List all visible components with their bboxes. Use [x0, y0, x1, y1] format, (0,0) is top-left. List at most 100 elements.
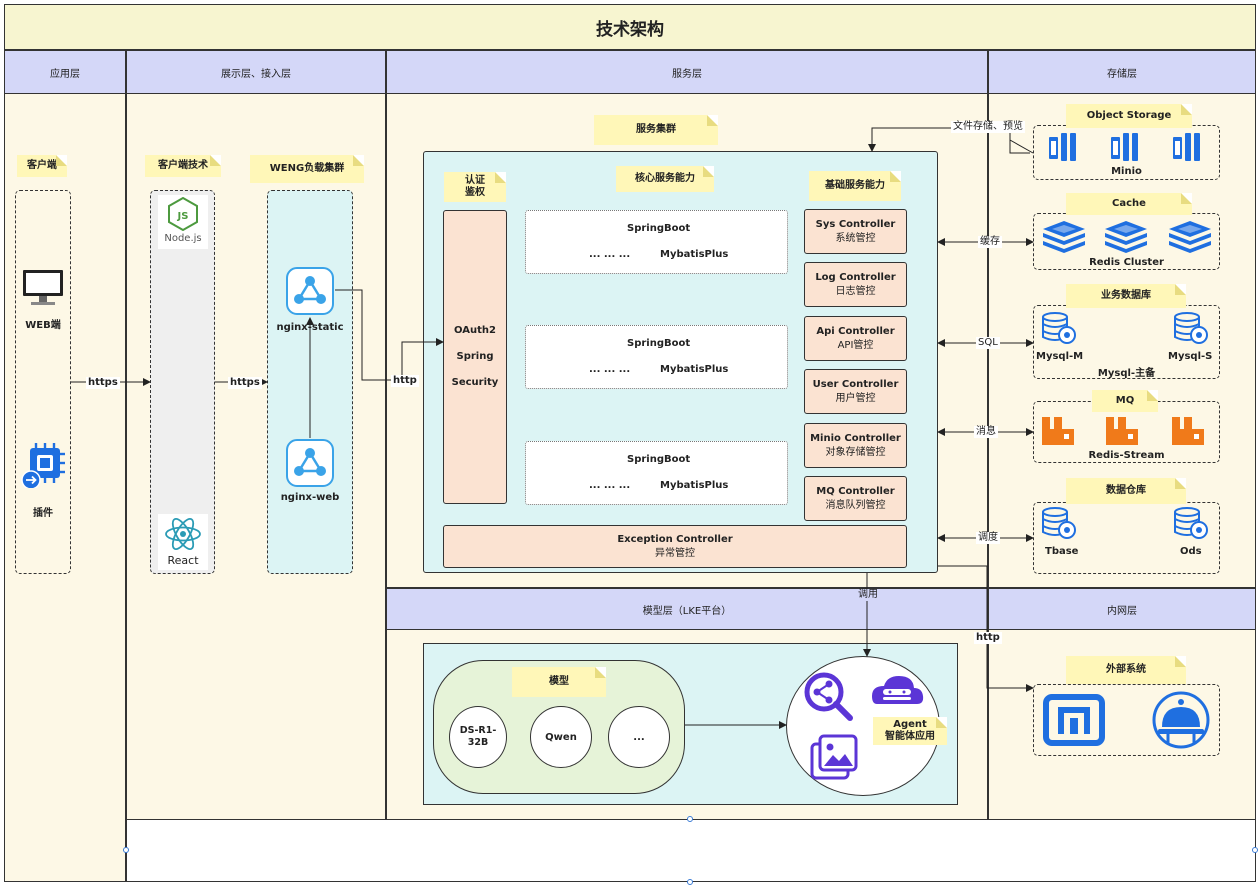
header-service-label: 服务层	[672, 68, 702, 80]
auth-spring: Spring	[456, 351, 494, 362]
springboot-orm: MybatisPlus	[660, 364, 729, 375]
header-app-label: 应用层	[50, 68, 80, 80]
model-qwen[interactable]: Qwen	[530, 706, 592, 768]
model-more[interactable]: ...	[608, 706, 670, 768]
controller-log[interactable]: Log Controller 日志管控	[804, 262, 907, 307]
note-core: 核心服务能力	[616, 166, 714, 192]
note-client-tech-text: 客户端技术	[158, 160, 208, 171]
nodejs-label: Node.js	[164, 233, 202, 244]
note-dw: 数据仓库	[1066, 478, 1186, 504]
controller-name: Sys Controller	[815, 219, 896, 230]
resize-handle-bottom[interactable]	[687, 879, 693, 885]
app-lane	[4, 50, 126, 882]
external-group	[1033, 684, 1220, 756]
ods-label: Ods	[1180, 546, 1202, 557]
controller-desc: 消息队列管控	[825, 499, 886, 511]
model-more-label: ...	[633, 731, 645, 743]
controller-desc: 异常管控	[655, 547, 695, 559]
header-intranet-label: 内网层	[1107, 605, 1137, 617]
mysql-s-label: Mysql-S	[1168, 351, 1213, 362]
springboot-box-2[interactable]: SpringBoot ... ... ... MybatisPlus	[525, 325, 788, 389]
redis-cluster-icon	[1105, 221, 1147, 253]
model-ds-r1[interactable]: DS-R1- 32B	[449, 706, 507, 768]
rabbitmq-icon	[1172, 417, 1204, 445]
header-storage: 存储层	[988, 50, 1256, 94]
note-mq-text: MQ	[1115, 395, 1135, 406]
note-object-storage-text: Object Storage	[1086, 110, 1172, 121]
minio-icon	[1049, 133, 1076, 161]
title-bar: 技术架构	[4, 4, 1256, 50]
note-external-text: 外部系统	[1106, 664, 1146, 675]
note-lb-cluster-text: WENG负载集群	[269, 163, 345, 174]
note-base: 基础服务能力	[809, 171, 901, 201]
redis-cluster-label: Redis Cluster	[1089, 257, 1164, 268]
agent-image-icon	[810, 734, 858, 780]
header-intranet: 内网层	[988, 588, 1256, 630]
springboot-dots: ... ... ...	[589, 364, 631, 375]
controller-desc: 系统管控	[835, 232, 876, 244]
note-agent-text: Agent 智能体应用	[885, 719, 935, 742]
edge-label-file-preview: 文件存储、预览	[951, 121, 1025, 133]
external-system-icon	[1043, 694, 1105, 746]
nginx-web-label: nginx-web	[280, 492, 340, 503]
note-service-cluster: 服务集群	[594, 115, 718, 145]
tbase-icon	[1042, 507, 1076, 539]
controller-name: Api Controller	[816, 326, 895, 337]
rabbitmq-icon	[1042, 417, 1074, 445]
minio-label: Minio	[1111, 166, 1142, 177]
lb-cluster-group	[267, 190, 353, 574]
springboot-box-3[interactable]: SpringBoot ... ... ... MybatisPlus	[525, 441, 788, 505]
note-biz-db-text: 业务数据库	[1101, 290, 1151, 301]
auth-oauth2: OAuth2	[454, 325, 496, 336]
springboot-box-1[interactable]: SpringBoot ... ... ... MybatisPlus	[525, 210, 788, 274]
header-storage-label: 存储层	[1107, 68, 1137, 80]
edge-label-sql: SQL	[976, 337, 1000, 349]
header-access: 展示层、接入层	[126, 50, 386, 94]
empty-selected-box[interactable]	[126, 819, 1256, 882]
redis-cluster-icon	[1169, 221, 1211, 253]
svg-text:JS: JS	[177, 211, 189, 222]
note-auth-text: 认证 鉴权	[465, 175, 485, 198]
resize-handle-left[interactable]	[123, 847, 129, 853]
controller-desc: 对象存储管控	[825, 446, 886, 458]
react-label: React	[167, 554, 199, 567]
note-lb-cluster: WENG负载集群	[250, 155, 364, 183]
note-service-cluster-text: 服务集群	[636, 124, 676, 135]
minio-icon	[1173, 133, 1200, 161]
edge-label-schedule: 调度	[976, 532, 1000, 544]
auth-security: Security	[451, 377, 499, 388]
header-service: 服务层	[386, 50, 988, 94]
nginx-static-label: nginx-static	[276, 322, 344, 333]
resize-handle-right[interactable]	[1252, 847, 1258, 853]
note-auth: 认证 鉴权	[444, 172, 506, 202]
redis-stream-label: Redis-Stream	[1088, 450, 1165, 461]
controller-name: Log Controller	[815, 272, 896, 283]
resize-handle-top[interactable]	[687, 816, 693, 822]
controller-desc: 日志管控	[835, 285, 876, 297]
edge-label-http-in: http	[391, 375, 419, 387]
edge-label-https-2: https	[228, 377, 262, 389]
controller-sys[interactable]: Sys Controller 系统管控	[804, 209, 907, 254]
minio-icon	[1111, 133, 1138, 161]
header-app: 应用层	[4, 50, 126, 94]
auth-box: OAuth2 Spring Security	[443, 210, 507, 504]
header-model-label: 模型层（LKE平台）	[642, 605, 732, 617]
model-qwen-label: Qwen	[545, 731, 577, 743]
edge-label-cache: 缓存	[978, 236, 1002, 248]
monitor-icon	[23, 270, 63, 305]
springboot-dots: ... ... ...	[589, 480, 631, 491]
header-model: 模型层（LKE平台）	[386, 588, 988, 630]
springboot-name: SpringBoot	[627, 338, 691, 349]
ods-icon	[1174, 507, 1208, 539]
agent-cloud-robot-icon	[872, 676, 924, 704]
note-client-tech: 客户端技术	[145, 155, 221, 177]
agent-search-share-icon	[804, 672, 853, 721]
springboot-dots: ... ... ...	[589, 249, 631, 260]
edge-label-invoke: 调用	[856, 589, 880, 601]
header-access-label: 展示层、接入层	[221, 68, 291, 80]
